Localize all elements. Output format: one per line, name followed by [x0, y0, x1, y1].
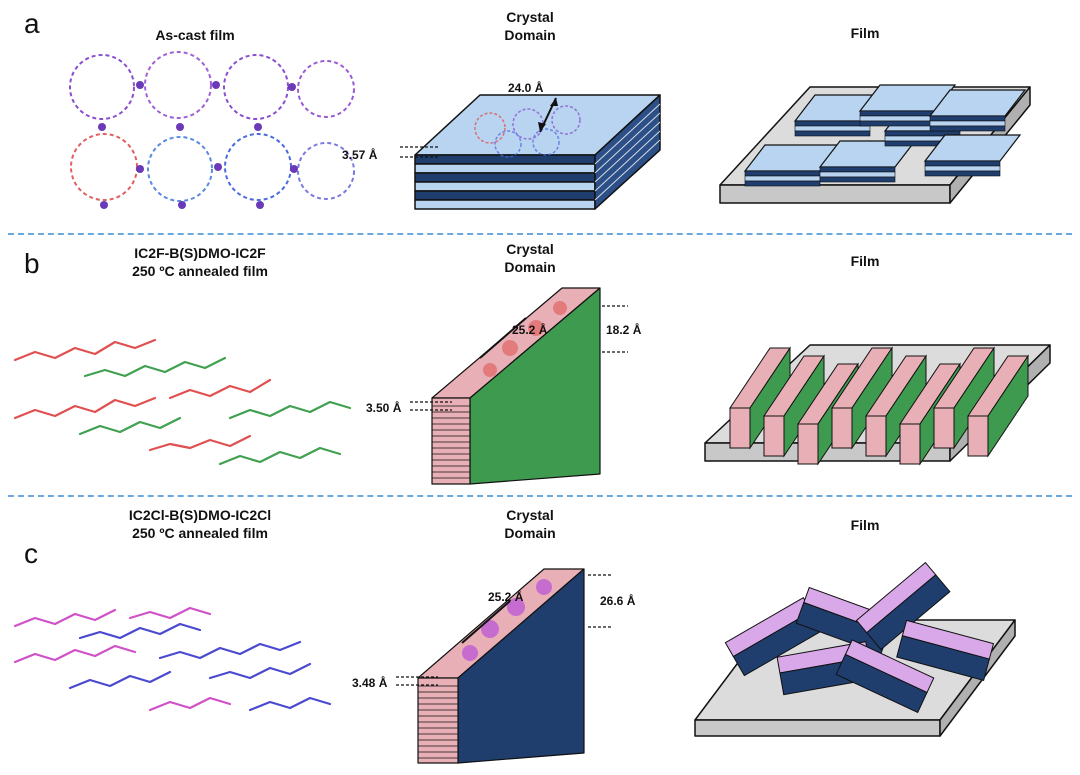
- film-title-a: Film: [820, 24, 910, 42]
- crystal-domain-stack-a: 24.0 Å 3.57 Å: [340, 50, 680, 220]
- layer-label-b: 18.2 Å: [606, 322, 642, 337]
- dimension-label-b: 25.2 Å: [512, 322, 548, 337]
- dimension-label-a: 24.0 Å: [508, 80, 544, 95]
- spacing-label-a: 3.57 Å: [342, 147, 378, 162]
- layer-label-c: 26.6 Å: [600, 593, 636, 608]
- film-title-b: Film: [820, 252, 910, 270]
- panel-b: b IC2F-B(S)DMO-IC2F 250 ºC annealed film…: [0, 238, 1080, 496]
- divider-1: [8, 233, 1072, 235]
- crystal-domain-title-a: Crystal Domain: [470, 8, 590, 44]
- molecule-chains-c: [10, 598, 360, 748]
- panel-label-c: c: [24, 538, 38, 570]
- panel-label-b: b: [24, 248, 40, 280]
- film-title-c: Film: [820, 516, 910, 534]
- spacing-label-c: 3.48 Å: [352, 675, 388, 690]
- molecule-title-c: IC2Cl-B(S)DMO-IC2Cl 250 ºC annealed film: [100, 506, 300, 542]
- crystal-domain-title-c: Crystal Domain: [470, 506, 590, 542]
- molecule-chains-b: [10, 318, 360, 458]
- panel-c: c IC2Cl-B(S)DMO-IC2Cl 250 ºC annealed fi…: [0, 498, 1080, 775]
- crystal-domain-title-b: Crystal Domain: [470, 240, 590, 276]
- dimension-label-c: 25.2 Å: [488, 589, 524, 604]
- molecule-title-b: IC2F-B(S)DMO-IC2F 250 ºC annealed film: [100, 244, 300, 280]
- panel-a: a As-cast film Crystal Domain Film: [0, 0, 1080, 236]
- film-illustration-c: [690, 560, 1060, 750]
- crystal-domain-stack-c: 25.2 Å 26.6 Å 3.48 Å: [340, 553, 660, 768]
- divider-2: [8, 495, 1072, 497]
- as-cast-molecule-network: [60, 45, 360, 220]
- spacing-label-b: 3.50 Å: [366, 400, 402, 415]
- film-illustration-b: [700, 293, 1060, 473]
- crystal-domain-stack-b: 25.2 Å 18.2 Å 3.50 Å: [340, 278, 660, 493]
- as-cast-title: As-cast film: [110, 26, 280, 44]
- panel-label-a: a: [24, 8, 40, 40]
- film-illustration-a: [700, 55, 1060, 215]
